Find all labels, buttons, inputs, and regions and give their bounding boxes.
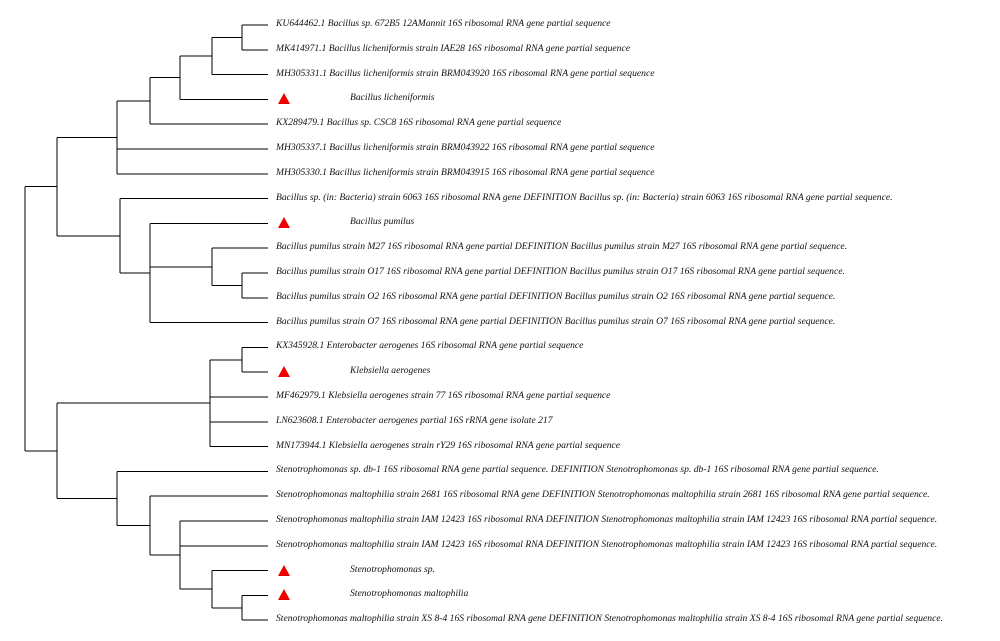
leaf-label: KU644462.1 Bacillus sp. 672B5 12AMannit … <box>276 18 611 29</box>
red-triangle-marker-icon <box>278 93 290 105</box>
red-triangle-marker-icon <box>278 589 290 601</box>
leaf-label: MH305331.1 Bacillus licheniformis strain… <box>276 67 655 79</box>
red-triangle-marker-icon <box>278 366 290 378</box>
leaf-label: KX289479.1 Bacillus sp. CSC8 16S ribosom… <box>276 117 562 129</box>
marked-leaf-label: Klebsiella aerogenes <box>350 365 431 377</box>
leaf-label: Bacillus pumilus strain O17 16S ribosoma… <box>276 266 845 277</box>
red-triangle-marker-icon <box>278 564 290 576</box>
leaf-label: Stenotrophomonas maltophilia strain 2681… <box>276 489 930 501</box>
leaf-label: MN173944.1 Klebsiella aerogenes strain r… <box>276 439 621 451</box>
red-triangle-marker-icon <box>278 217 290 229</box>
leaf-label: Bacillus pumilus strain O7 16S ribosomal… <box>276 315 836 327</box>
leaf-label: MH305337.1 Bacillus licheniformis strain… <box>276 142 655 153</box>
leaf-label: Bacillus pumilus strain M27 16S ribosoma… <box>276 241 847 253</box>
leaf-label: KX345928.1 Enterobacter aerogenes 16S ri… <box>276 340 584 352</box>
leaf-label: Bacillus sp. (in: Bacteria) strain 6063 … <box>276 191 893 203</box>
marked-leaf-label: Stenotrophomonas maltophilia <box>350 588 469 600</box>
marked-leaf-label: Bacillus pumilus <box>350 216 415 228</box>
leaf-label: LN623608.1 Enterobacter aerogenes partia… <box>276 414 553 426</box>
leaf-label: Stenotrophomonas maltophilia strain XS 8… <box>276 613 944 625</box>
leaf-label: MK414971.1 Bacillus licheniformis strain… <box>276 42 630 54</box>
marked-leaf-label: Bacillus licheniformis <box>350 92 435 104</box>
leaf-label: MF462979.1 Klebsiella aerogenes strain 7… <box>276 390 611 401</box>
leaf-label: Bacillus pumilus strain O2 16S ribosomal… <box>276 290 836 302</box>
leaf-label: Stenotrophomonas sp. db-1 16S ribosomal … <box>276 464 879 476</box>
leaf-label: Stenotrophomonas maltophilia strain IAM … <box>276 538 938 550</box>
marked-leaf-label: Stenotrophomonas sp. <box>350 563 435 575</box>
leaf-label: MH305330.1 Bacillus licheniformis strain… <box>276 166 655 178</box>
leaf-label: Stenotrophomonas maltophilia strain IAM … <box>276 514 938 525</box>
